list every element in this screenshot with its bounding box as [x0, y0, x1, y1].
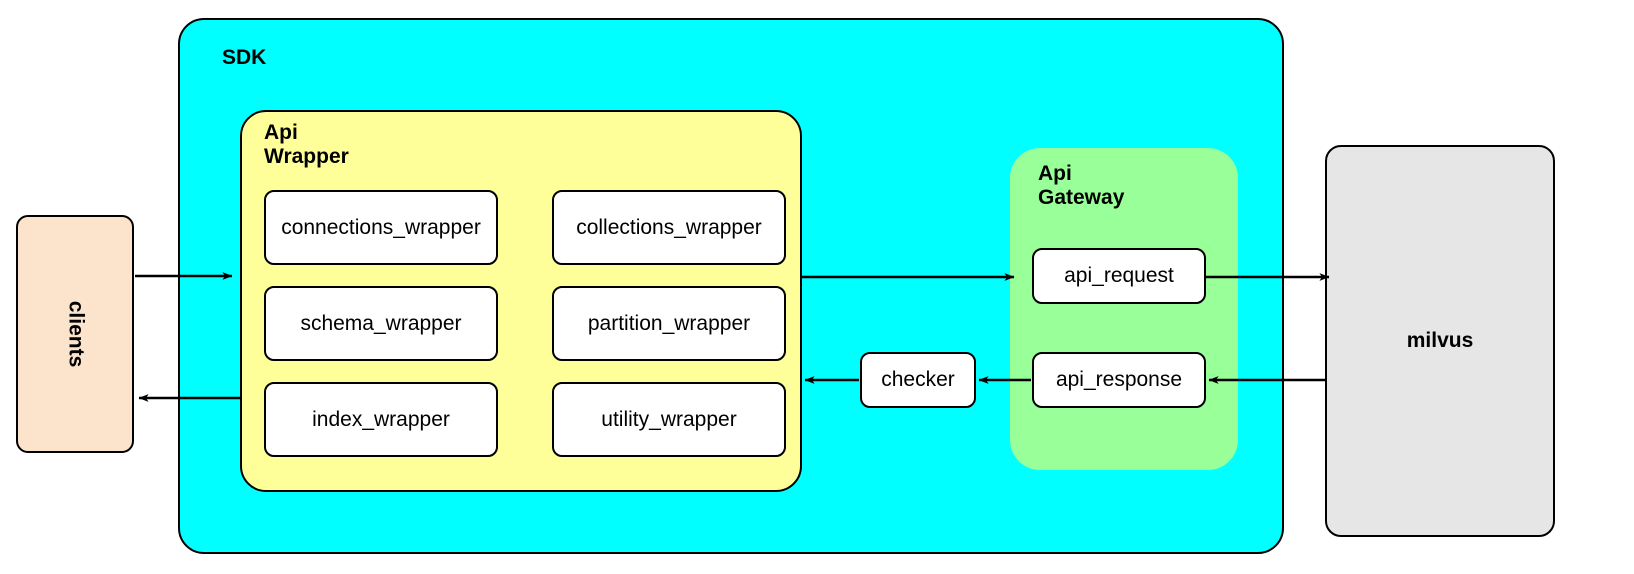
node-label: connections_wrapper [281, 215, 481, 239]
api-wrapper-container-label: Api Wrapper [264, 121, 349, 169]
api-gateway-container: Api Gateway [1010, 148, 1238, 470]
node-label: utility_wrapper [601, 407, 737, 431]
api-gateway-container-label: Api Gateway [1038, 162, 1125, 210]
node-collections-wrapper[interactable]: collections_wrapper [552, 190, 786, 265]
node-label: partition_wrapper [587, 311, 751, 335]
node-clients[interactable]: clients [16, 215, 134, 453]
node-index-wrapper[interactable]: index_wrapper [264, 382, 498, 457]
node-label: milvus [1406, 329, 1474, 352]
node-schema-wrapper[interactable]: schema_wrapper [264, 286, 498, 361]
node-label: collections_wrapper [576, 215, 762, 239]
node-label: checker [881, 368, 955, 391]
node-api-response[interactable]: api_response [1032, 352, 1206, 408]
sdk-container-label: SDK [222, 46, 267, 69]
node-utility-wrapper[interactable]: utility_wrapper [552, 382, 786, 457]
node-label: api_request [1064, 264, 1174, 287]
node-label: api_response [1055, 368, 1183, 391]
node-api-request[interactable]: api_request [1032, 248, 1206, 304]
node-milvus[interactable]: milvus [1325, 145, 1555, 537]
node-label: clients [64, 300, 87, 368]
node-label: index_wrapper [312, 407, 450, 431]
node-connections-wrapper[interactable]: connections_wrapper [264, 190, 498, 265]
node-label: schema_wrapper [300, 311, 462, 335]
node-checker[interactable]: checker [860, 352, 976, 408]
node-partition-wrapper[interactable]: partition_wrapper [552, 286, 786, 361]
